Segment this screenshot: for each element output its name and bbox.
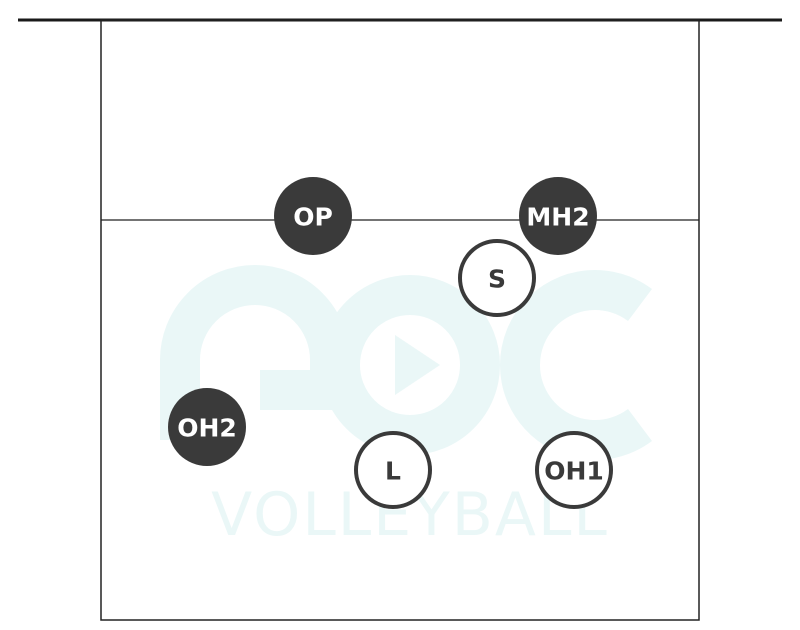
court-boundary xyxy=(100,19,700,621)
watermark-logo-play-icon xyxy=(395,335,440,395)
player-oh2: OH2 xyxy=(168,388,246,466)
player-s-label: S xyxy=(488,265,506,294)
player-s-token xyxy=(458,239,536,317)
player-mh2-token xyxy=(519,177,597,255)
player-oh1: OH1 xyxy=(535,431,613,509)
player-oh1-token xyxy=(535,431,613,509)
player-mh2: MH2 xyxy=(519,177,597,255)
player-l-label: L xyxy=(385,457,401,486)
player-op: OP xyxy=(274,177,352,255)
player-s: S xyxy=(458,239,536,317)
player-op-label: OP xyxy=(293,203,333,232)
player-oh1-label: OH1 xyxy=(544,457,604,486)
player-op-token xyxy=(274,177,352,255)
watermark-logo-mark-right xyxy=(500,270,652,460)
player-l: L xyxy=(354,431,432,509)
player-oh2-token xyxy=(168,388,246,466)
watermark-logo: VOLLEYBALL xyxy=(160,265,652,550)
player-mh2-label: MH2 xyxy=(526,203,589,232)
player-oh2-label: OH2 xyxy=(177,414,237,443)
player-l-token xyxy=(354,431,432,509)
